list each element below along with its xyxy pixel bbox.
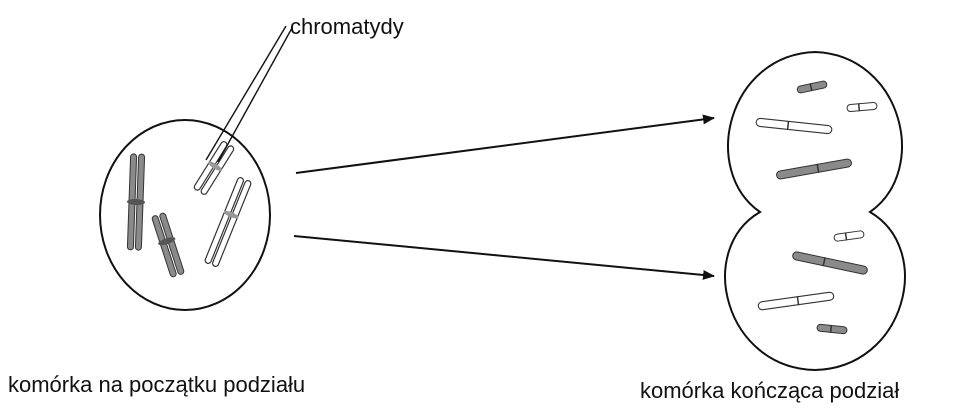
arrow-lower bbox=[293, 235, 715, 280]
start-cell bbox=[99, 119, 271, 311]
end-cell-membrane bbox=[724, 50, 906, 372]
end-cell-label: komórka kończąca podział bbox=[640, 378, 900, 403]
start-cell-label: komórka na początku podziału bbox=[8, 372, 306, 397]
arrow-upper bbox=[295, 114, 715, 174]
chromosome-light-large bbox=[204, 177, 252, 267]
chromatid-pointer bbox=[205, 25, 293, 163]
lower-chromosome-small-light bbox=[833, 230, 865, 242]
lower-chromosome-long-light bbox=[757, 291, 835, 311]
chromosome-dark-tall bbox=[126, 153, 146, 251]
chromosome-light-small bbox=[193, 141, 235, 195]
lower-chromosome-small-dark bbox=[816, 323, 848, 335]
upper-chromosome-small-dark bbox=[796, 80, 828, 94]
upper-chromosome-long-light bbox=[755, 117, 833, 135]
lower-chromosome-long-dark bbox=[792, 251, 868, 275]
start-cell-membrane bbox=[99, 119, 271, 311]
chromosome-dark-short bbox=[151, 212, 185, 278]
end-cell bbox=[724, 50, 906, 372]
chromatid-label: chromatydy bbox=[290, 14, 404, 39]
upper-chromosome-long-dark bbox=[776, 158, 852, 180]
upper-chromosome-small-light bbox=[846, 101, 878, 113]
